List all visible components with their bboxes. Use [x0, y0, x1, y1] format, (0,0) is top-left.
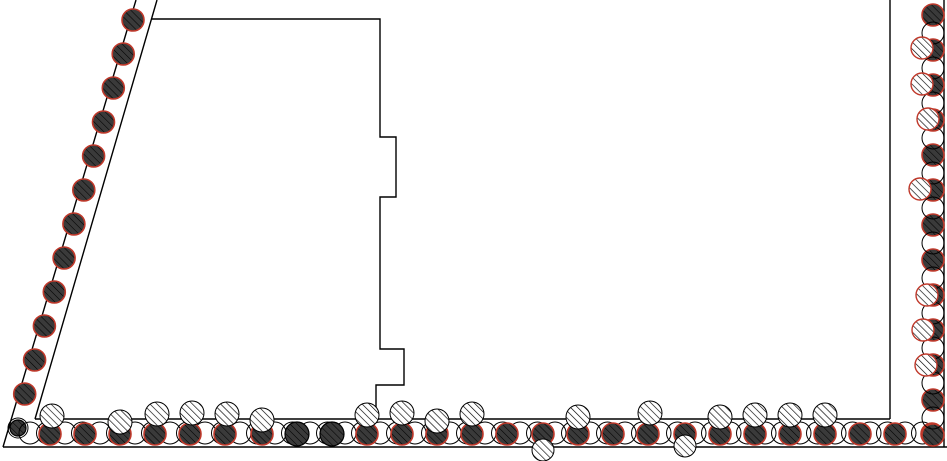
left-wall-inner [34, 0, 158, 420]
bottom-filled-pile-22 [883, 422, 907, 446]
right-wall-hatched-pile-4 [915, 283, 939, 307]
left-wall-pile-4 [81, 144, 106, 168]
pile-symbols [7, 3, 945, 461]
right-wall-filled-pile-4 [921, 143, 945, 167]
inner-room-outline [151, 18, 405, 419]
corner-pile-open [7, 417, 29, 439]
right-wall-open-pile-5 [921, 196, 945, 220]
right-wall-filled-pile-11 [921, 388, 945, 412]
bottom-lower-hatched-pile-0 [531, 438, 555, 461]
left-wall-pile-11 [12, 382, 37, 406]
left-wall-pile-10 [22, 348, 47, 372]
bottom-upper-hatched-pile-2 [144, 401, 170, 427]
bottom-filled-pile-15 [636, 422, 660, 446]
bottom-lower-hatched-pile-1 [673, 434, 697, 458]
right-wall-filled-pile-7 [921, 248, 945, 272]
bottom-upper-hatched-pile-9 [459, 401, 485, 427]
bottom-upper-hatched-pile-1 [107, 409, 133, 435]
right-wall-open-pile-4 [921, 161, 945, 185]
bottom-solid-pile-1 [319, 421, 345, 447]
left-wall-pile-5 [72, 178, 96, 202]
left-wall-pile-6 [62, 212, 86, 236]
bottom-upper-hatched-pile-5 [249, 407, 275, 433]
bottom-upper-hatched-pile-10 [565, 404, 591, 430]
right-wall-hatched-pile-2 [916, 107, 940, 131]
bottom-upper-hatched-pile-0 [39, 403, 65, 429]
bottom-upper-hatched-pile-6 [354, 402, 380, 428]
corner-pile-filled [9, 419, 27, 437]
bottom-solid-pile-0 [284, 421, 310, 447]
left-wall-pile-1 [111, 42, 135, 66]
bottom-upper-hatched-pile-15 [812, 402, 838, 428]
bottom-upper-hatched-pile-12 [707, 404, 733, 430]
right-wall-hatched-pile-6 [914, 353, 938, 377]
right-wall-filled-pile-0 [921, 3, 945, 27]
bottom-upper-hatched-pile-14 [777, 402, 803, 428]
bottom-filled-pile-21 [848, 422, 872, 446]
left-wall-pile-2 [101, 76, 126, 100]
bottom-upper-hatched-pile-11 [637, 400, 663, 426]
bottom-filled-pile-14 [601, 422, 625, 446]
right-wall-open-pile-11 [921, 406, 945, 430]
right-wall-hatched-pile-5 [911, 318, 935, 342]
right-wall-filled-pile-6 [921, 213, 945, 237]
left-wall-pile-8 [42, 280, 67, 304]
wall-outlines [2, 0, 947, 448]
bottom-upper-hatched-pile-7 [389, 400, 415, 426]
bottom-filled-pile-1 [73, 422, 97, 446]
bottom-upper-hatched-pile-8 [424, 408, 450, 434]
right-wall-hatched-pile-0 [910, 36, 934, 60]
left-wall-pile-3 [91, 110, 116, 134]
left-wall-pile-7 [52, 246, 76, 270]
bottom-upper-hatched-pile-4 [214, 401, 240, 427]
right-wall-open-pile-0 [921, 21, 945, 45]
bottom-filled-pile-8 [390, 422, 414, 446]
bottom-upper-hatched-pile-3 [179, 400, 205, 426]
right-wall-open-pile-1 [921, 56, 945, 80]
right-wall-hatched-pile-3 [908, 177, 932, 201]
bottom-filled-pile-11 [495, 422, 519, 446]
left-wall-pile-9 [32, 314, 57, 338]
right-wall-hatched-pile-1 [910, 72, 934, 96]
right-wall-open-pile-6 [921, 231, 945, 255]
right-wall-filled-pile-12 [921, 423, 945, 447]
bottom-upper-hatched-pile-13 [742, 402, 768, 428]
left-wall-pile-0 [121, 8, 145, 32]
bottom-filled-pile-4 [178, 422, 202, 446]
